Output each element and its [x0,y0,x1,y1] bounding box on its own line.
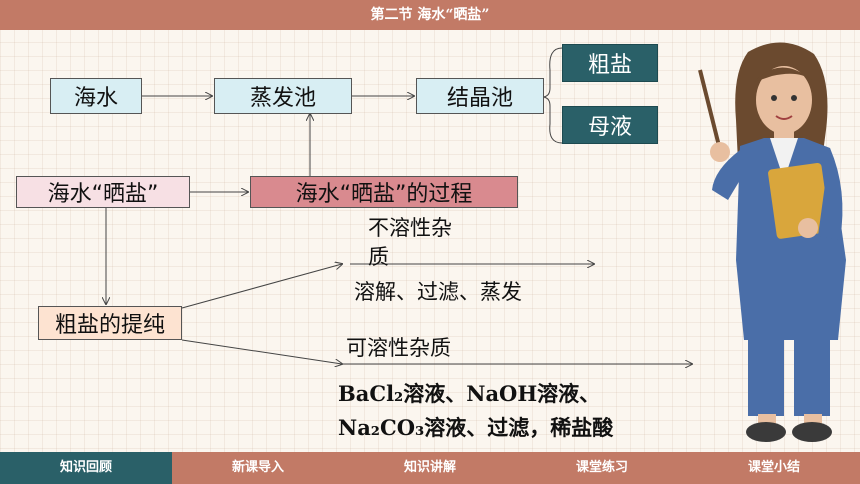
insoluble-title-1: 不溶性杂 [368,216,452,240]
arrow-purification-to-soluble [181,339,342,364]
soluble-reagents-line2: Na₂CO₃溶液、过滤，稀盐酸 [338,415,614,440]
mother-liquor-box: 母液 [562,106,658,144]
insoluble-title-2: 质 [368,245,389,269]
purification-box: 粗盐的提纯 [38,306,182,340]
coarse-salt-box: 粗盐 [562,44,658,82]
tab-introduction[interactable]: 新课导入 [231,460,284,475]
evaporation-pond-box: 蒸发池 [214,78,352,114]
teacher-illustration [698,42,846,442]
tab-practice[interactable]: 课堂练习 [575,460,628,475]
seawater-box: 海水 [50,78,142,114]
brace [541,47,563,144]
tab-summary[interactable]: 课堂小结 [747,460,800,475]
soluble-reagents-line1: BaCl₂溶液、NaOH溶液、 [338,381,601,406]
insoluble-steps: 溶解、过滤、蒸发 [354,280,522,304]
bottom-nav: 知识回顾 新课导入 知识讲解 课堂练习 课堂小结 [0,452,860,484]
tab-review[interactable]: 知识回顾 [0,452,172,484]
arrow-purification-to-insoluble [181,264,342,309]
tab-explanation[interactable]: 知识讲解 [403,460,456,475]
slide-header: 第二节 海水“晒盐” [0,0,860,30]
process-box: 海水“晒盐”的过程 [250,176,518,208]
sea-salt-making-box: 海水“晒盐” [16,176,190,208]
soluble-title: 可溶性杂质 [346,336,451,360]
crystallization-pond-box: 结晶池 [416,78,544,114]
